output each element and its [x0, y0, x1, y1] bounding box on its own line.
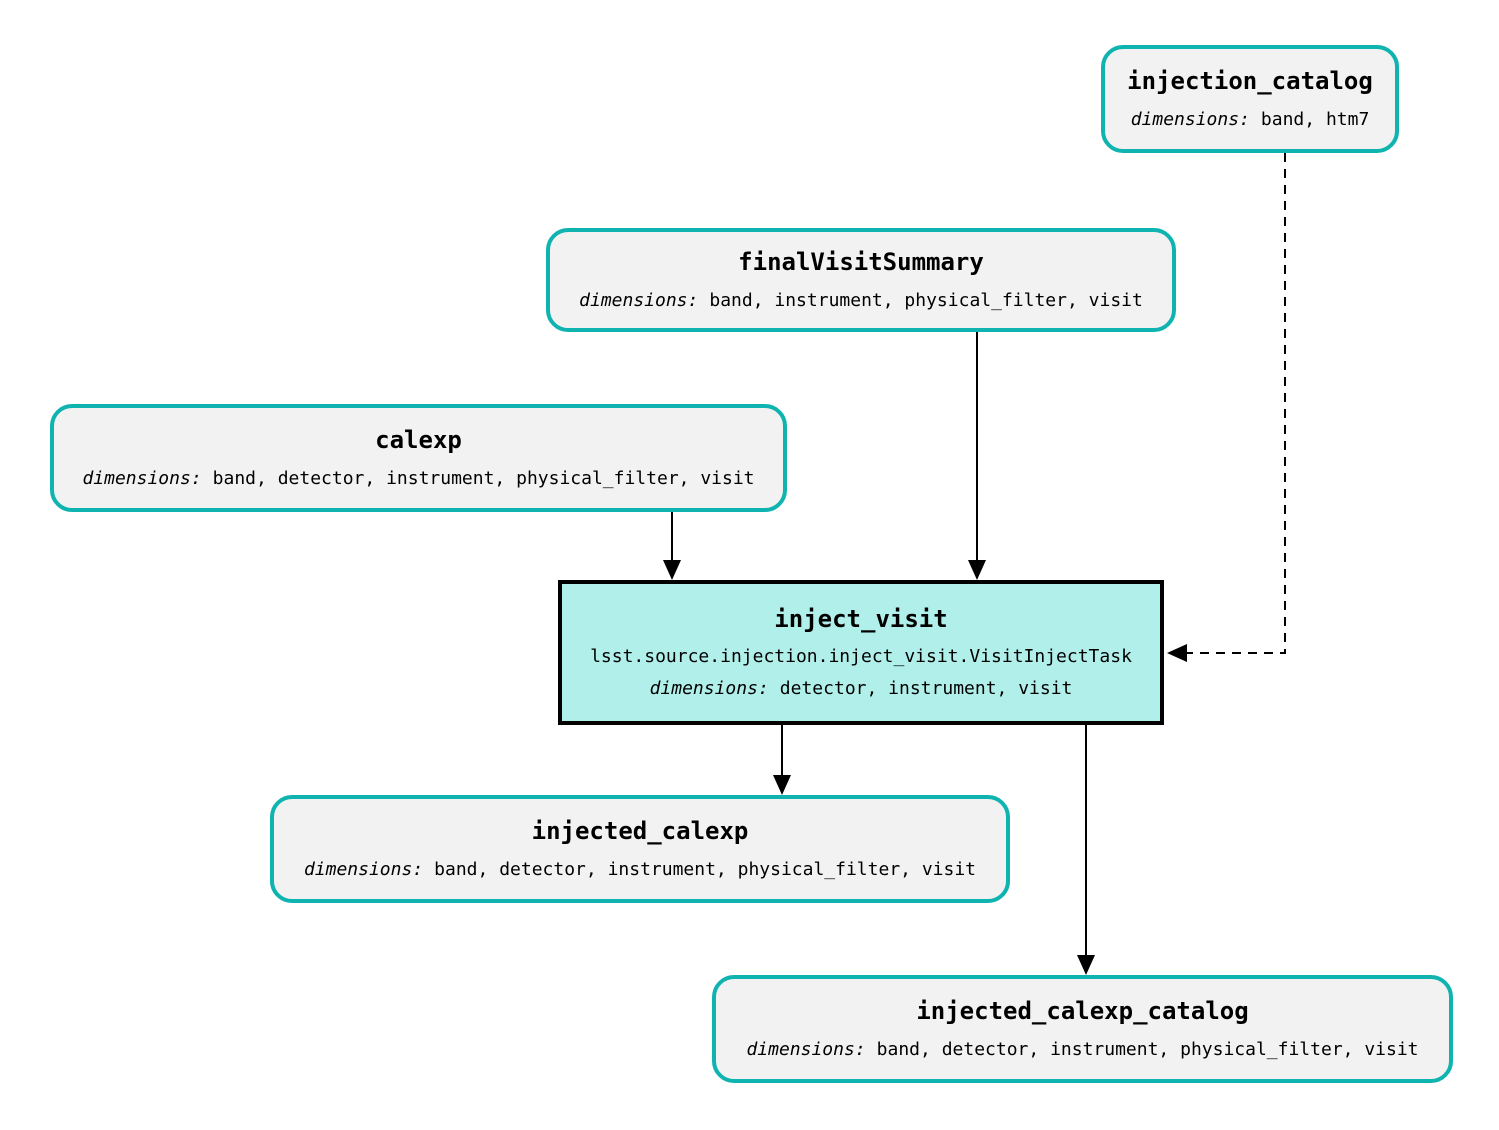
node-title: finalVisitSummary: [738, 247, 984, 276]
dimensions-value: band, htm7: [1260, 109, 1370, 131]
node-dimensions: dimensions: band, htm7: [1131, 110, 1370, 130]
edge-finalVisitSummary-to-inject-visit: [968, 332, 986, 580]
dimensions-label: dimensions:: [579, 290, 699, 312]
node-title: injected_calexp_catalog: [916, 996, 1249, 1025]
node-injected-calexp-catalog: injected_calexp_catalog dimensions: band,…: [712, 975, 1453, 1083]
node-title: injection_catalog: [1127, 66, 1373, 95]
dimensions-label: dimensions:: [1130, 109, 1250, 131]
node-title: calexp: [375, 425, 462, 454]
node-title: injected_calexp: [531, 816, 749, 845]
node-finalVisitSummary: finalVisitSummary dimensions: band, instr…: [546, 228, 1176, 332]
task-class-path: lsst.source.injection.inject_visit.Visit…: [590, 645, 1132, 667]
arrowhead-down-icon: [663, 560, 681, 580]
edge-inject-visit-to-injected-calexp: [773, 725, 791, 795]
node-title: inject_visit: [774, 604, 948, 633]
dimensions-value: band, detector, instrument, physical_fil…: [212, 468, 755, 490]
dimensions-label: dimensions:: [82, 468, 202, 490]
edge-inject-visit-to-injected-calexp-catalog: [1077, 725, 1095, 975]
arrowhead-down-icon: [1077, 955, 1095, 975]
node-injected-calexp: injected_calexp dimensions: band, detecto…: [270, 795, 1010, 903]
node-injection-catalog: injection_catalog dimensions: band, htm7: [1101, 45, 1399, 153]
dimensions-value: band, detector, instrument, physical_fil…: [434, 859, 977, 881]
node-calexp: calexp dimensions: band, detector, instru…: [50, 404, 787, 512]
dimensions-label: dimensions:: [303, 859, 424, 881]
node-dimensions: dimensions: band, detector, instrument, p…: [82, 469, 754, 489]
node-inject-visit-task: inject_visit lsst.source.injection.injec…: [558, 580, 1164, 725]
node-dimensions: dimensions: band, detector, instrument, p…: [746, 1040, 1418, 1060]
node-dimensions: dimensions: band, detector, instrument, p…: [304, 860, 976, 880]
dimensions-value: band, instrument, physical_filter, visit: [709, 290, 1143, 312]
edge-calexp-to-inject-visit: [663, 512, 681, 580]
edge-injection-catalog-to-inject-visit: [1167, 153, 1286, 662]
node-dimensions: dimensions: band, instrument, physical_fi…: [579, 291, 1143, 311]
arrowhead-down-icon: [968, 560, 986, 580]
dimensions-label: dimensions:: [649, 678, 769, 700]
dimensions-value: detector, instrument, visit: [779, 678, 1073, 700]
arrowhead-left-icon: [1167, 644, 1187, 662]
dimensions-label: dimensions:: [746, 1039, 866, 1061]
dimensions-value: band, detector, instrument, physical_fil…: [876, 1039, 1419, 1061]
arrowhead-down-icon: [773, 775, 791, 795]
node-dimensions: dimensions: detector, instrument, visit: [650, 679, 1073, 699]
